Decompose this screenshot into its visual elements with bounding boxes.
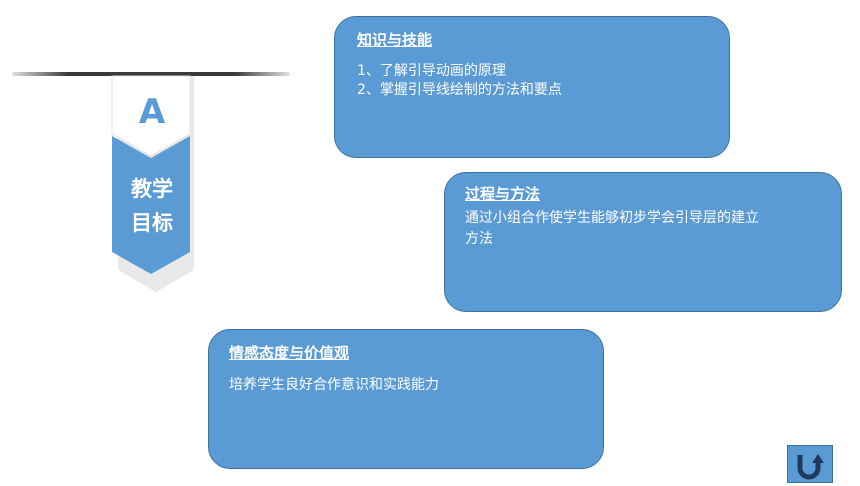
section-letter: A xyxy=(138,92,166,132)
section-title-line2: 目标 xyxy=(131,211,173,235)
knowledge-item-2: 2、掌握引导线绘制的方法和要点 xyxy=(357,82,562,98)
back-button[interactable] xyxy=(787,445,833,483)
ribbon-body xyxy=(112,136,190,274)
section-title-line1: 教学 xyxy=(131,177,173,201)
process-line-1: 通过小组合作使学生能够初步学会引导层的建立 xyxy=(465,210,759,226)
card-attitude-values: 情感态度与价值观 培养学生良好合作意识和实践能力 xyxy=(208,329,604,469)
card-process-methods: 过程与方法 通过小组合作使学生能够初步学会引导层的建立 方法 xyxy=(444,172,842,312)
header-divider-line xyxy=(12,72,290,76)
card-knowledge-skills: 知识与技能 1、了解引导动画的原理 2、掌握引导线绘制的方法和要点 xyxy=(334,16,730,158)
card-title-knowledge: 知识与技能 xyxy=(357,31,433,49)
u-turn-back-icon xyxy=(797,454,824,480)
section-title: 教学 目标 xyxy=(112,172,192,240)
card-title-process: 过程与方法 xyxy=(465,185,541,203)
process-line-2: 方法 xyxy=(465,231,493,247)
knowledge-item-1: 1、了解引导动画的原理 xyxy=(357,63,506,79)
ribbon-top-panel xyxy=(111,75,191,157)
card-title-attitude: 情感态度与价值观 xyxy=(229,344,350,362)
attitude-line-1: 培养学生良好合作意识和实践能力 xyxy=(229,377,439,393)
